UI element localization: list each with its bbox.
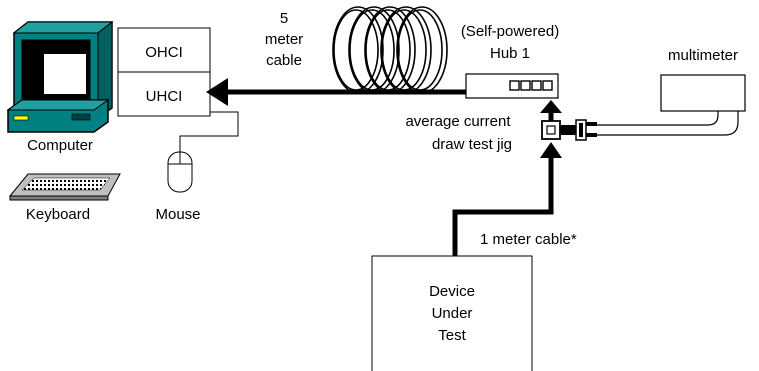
one-meter-cable-label: 1 meter cable* <box>480 231 577 248</box>
multimeter-probe-cable <box>597 111 739 136</box>
computer-label: Computer <box>27 137 93 154</box>
cable-coil <box>332 6 448 94</box>
ohci-box <box>117 27 211 73</box>
multimeter-box <box>660 74 746 112</box>
mouse-icon <box>167 151 193 193</box>
keyboard-label: Keyboard <box>26 206 90 223</box>
five-meter-cable-label-2: meter <box>265 31 303 48</box>
uhci-box <box>117 71 211 117</box>
computer-icon <box>6 20 114 133</box>
ohci-label: OHCI <box>145 44 183 61</box>
dut-label-3: Test <box>438 327 466 344</box>
device-under-test-box <box>371 255 533 371</box>
hub-label-1: (Self-powered) <box>461 23 559 40</box>
test-jig-icon <box>541 119 597 141</box>
multimeter-label: multimeter <box>668 47 738 64</box>
five-meter-cable-label-1: 5 <box>280 10 288 27</box>
test-jig-label-1: average current <box>405 113 511 130</box>
one-meter-cable <box>452 142 562 256</box>
keyboard-icon <box>8 173 121 201</box>
dut-label-1: Device <box>429 283 475 300</box>
test-jig-label-2: draw test jig <box>432 136 512 153</box>
uhci-label: UHCI <box>146 88 183 105</box>
five-meter-cable-label-3: cable <box>266 52 302 69</box>
dut-label-2: Under <box>432 305 473 322</box>
mouse-cable <box>179 111 239 152</box>
hub-icon <box>465 73 559 99</box>
jig-to-hub-cable <box>540 100 562 121</box>
five-meter-cable <box>206 6 466 106</box>
hub-label-2: Hub 1 <box>490 45 530 62</box>
mouse-label: Mouse <box>155 206 200 223</box>
